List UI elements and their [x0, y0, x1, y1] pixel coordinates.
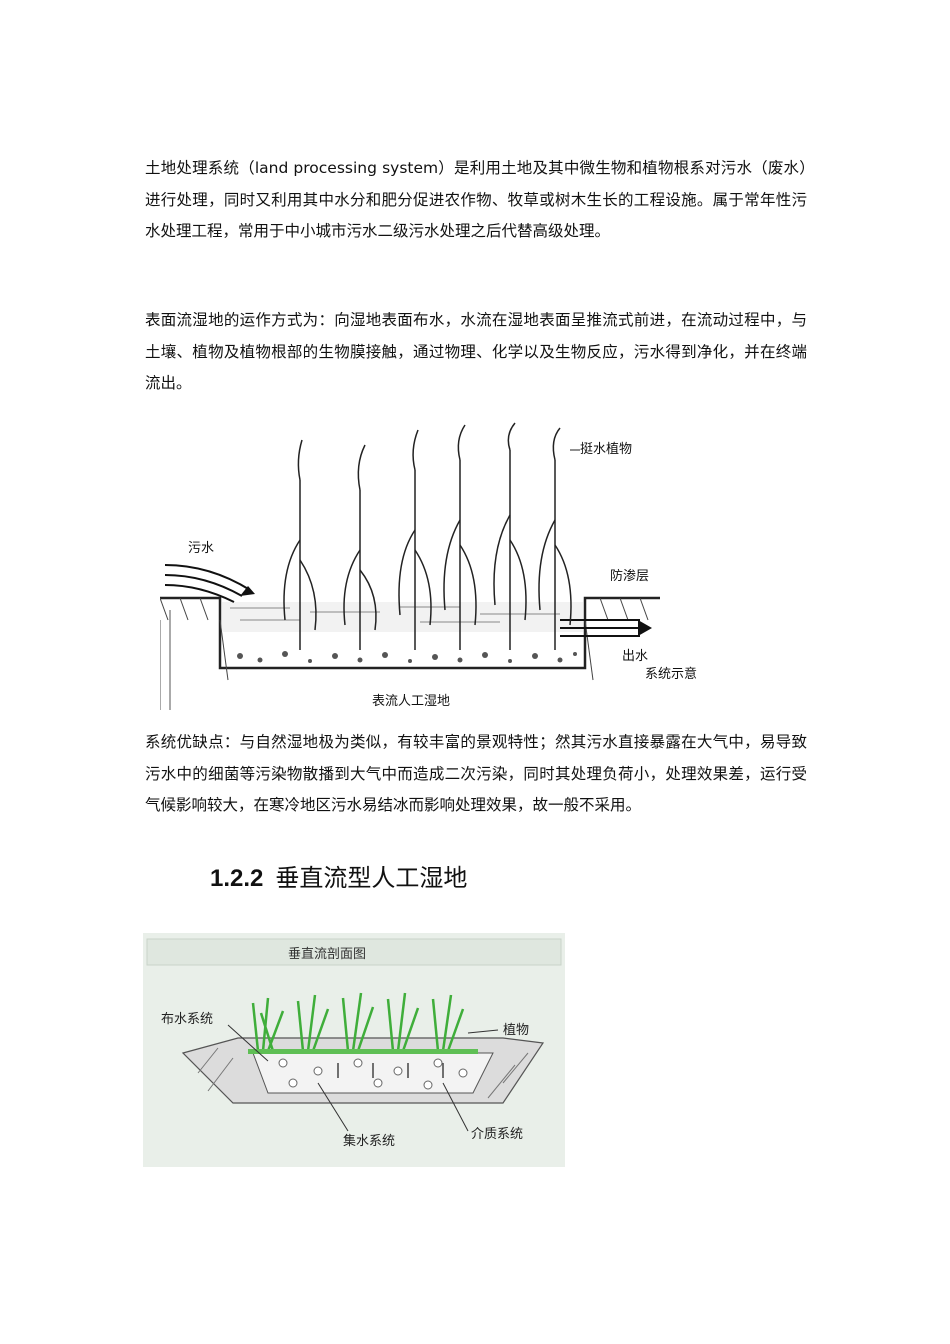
gravel-bed — [237, 651, 577, 663]
ground-surface — [248, 1049, 478, 1054]
label-collection: 集水系统 — [343, 1133, 395, 1149]
label-plants-fig2: 植物 — [503, 1023, 529, 1038]
surface-flow-paragraph: 表面流湿地的运作方式为：向湿地表面布水，水流在湿地表面呈推流式前进，在流动过程中… — [145, 311, 807, 392]
figure1-caption: 表流人工湿地 — [372, 694, 450, 709]
label-distribution: 布水系统 — [161, 1012, 213, 1027]
ground-hatch — [160, 597, 649, 681]
label-inflow: 污水 — [188, 541, 214, 556]
pros-cons-paragraph: 系统优缺点：与自然湿地极为类似，有较丰富的景观特性；然其污水直接暴露在大气中，易… — [145, 733, 807, 814]
section-title: 垂直流型人工湿地 — [275, 864, 468, 892]
section-heading: 1.2.2 垂直流型人工湿地 — [210, 858, 467, 893]
label-leaders — [227, 1024, 499, 1132]
label-outflow: 出水 — [622, 649, 648, 664]
label-note: 系统示意 — [645, 666, 697, 682]
section-number: 1.2.2 — [210, 865, 264, 892]
vertical-flow-wetland-figure: 垂直流剖面图 布水系统 植物 集水系统 介质系统 — [143, 933, 565, 1167]
label-media: 介质系统 — [471, 1127, 523, 1142]
intro-paragraph: 土地处理系统（land processing system）是利用土地及其中微生… — [145, 159, 807, 240]
green-plants — [251, 992, 465, 1052]
basin-outline — [160, 596, 660, 670]
figure2-title: 垂直流剖面图 — [288, 947, 366, 962]
media-stones — [278, 1058, 468, 1090]
flow-arrows — [337, 1063, 444, 1078]
outflow-arrows — [560, 619, 640, 637]
label-liner: 防渗层 — [610, 568, 649, 584]
label-plants: 挺水植物 — [580, 442, 632, 457]
surface-flow-wetland-figure: 挺水植物 污水 防渗层 出水 系统示意 表流人工湿地 — [160, 422, 697, 710]
earth-hatch — [197, 1047, 529, 1099]
emergent-plants — [283, 422, 572, 650]
inflow-arrows — [164, 564, 251, 603]
